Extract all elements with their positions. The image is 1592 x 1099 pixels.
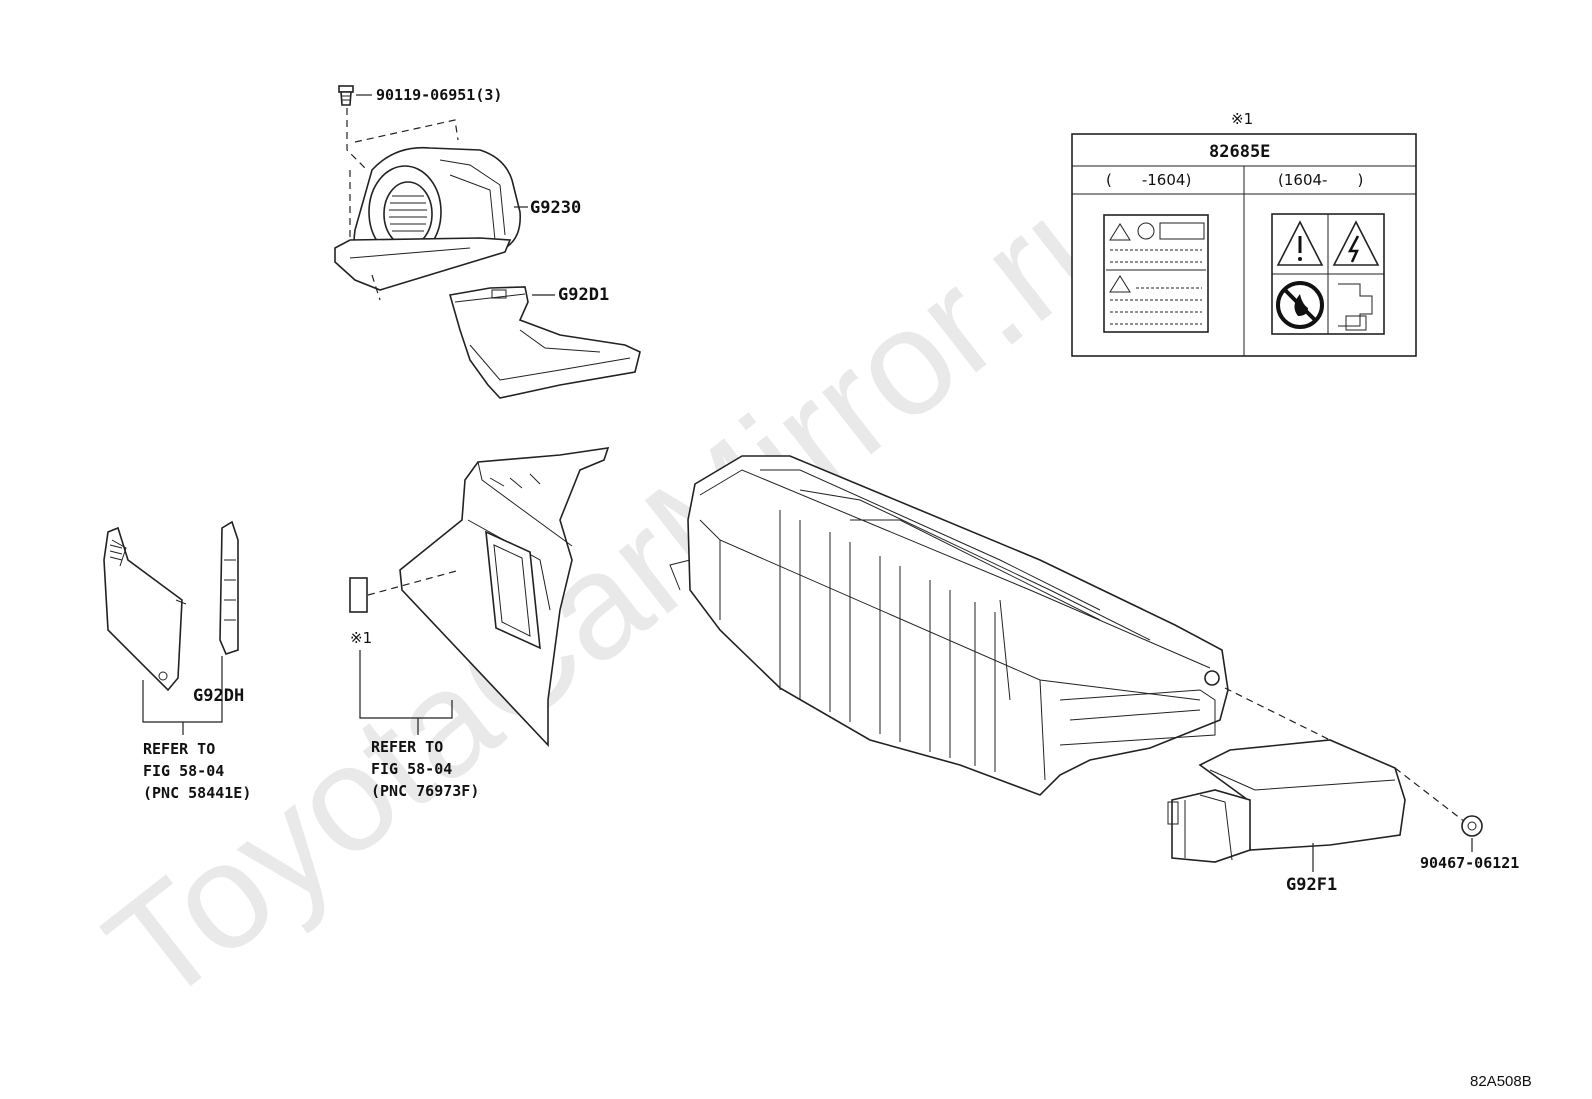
mid-refer-bracket — [359, 650, 453, 719]
side-duct-part[interactable] — [219, 520, 239, 655]
table-col-left-header: ( -1604) — [1106, 171, 1191, 189]
rear-duct-part[interactable] — [1167, 739, 1406, 863]
left-refer-line1: REFER TO — [143, 740, 215, 758]
caution-label-part[interactable] — [349, 577, 368, 613]
mid-refer-line1: REFER TO — [371, 738, 443, 756]
mid-cover-part[interactable] — [399, 447, 610, 748]
new-caution-label-icon — [1271, 213, 1385, 335]
diagram-id: 82A508B — [1470, 1073, 1532, 1090]
mid-note-mark: ※1 — [350, 629, 372, 647]
table-note-mark: ※1 — [1231, 110, 1253, 128]
table-part-number: 82685E — [1209, 142, 1270, 162]
blower-part[interactable] — [334, 146, 522, 291]
mid-refer-line2: FIG 58-04 — [371, 760, 452, 778]
mid-refer-line3: (PNC 76973F) — [371, 782, 479, 800]
caution-label-table: ※1 82685E ( -1604) (1604- ) — [1071, 110, 1417, 357]
hybrid-battery-assembly — [669, 455, 1229, 796]
bolt-label: 90119-06951(3) — [376, 86, 502, 104]
upper-duct-part[interactable] — [448, 286, 641, 399]
blower-label: G9230 — [530, 198, 581, 218]
left-refer-line3: (PNC 58441E) — [143, 784, 251, 802]
bolt-part[interactable] — [338, 85, 354, 106]
table-col-right-header: (1604- ) — [1278, 171, 1363, 189]
rear-duct-label: G92F1 — [1286, 875, 1337, 895]
left-side-cover-part[interactable] — [103, 526, 187, 692]
clip-part[interactable] — [1461, 815, 1483, 837]
upper-duct-label: G92D1 — [558, 285, 609, 305]
clip-label: 90467-06121 — [1420, 854, 1519, 872]
left-refer-line2: FIG 58-04 — [143, 762, 224, 780]
bolt-install-line — [346, 108, 366, 169]
high-voltage-icon — [1332, 220, 1380, 266]
side-duct-label: G92DH — [193, 686, 244, 706]
old-caution-label-icon — [1103, 214, 1209, 333]
